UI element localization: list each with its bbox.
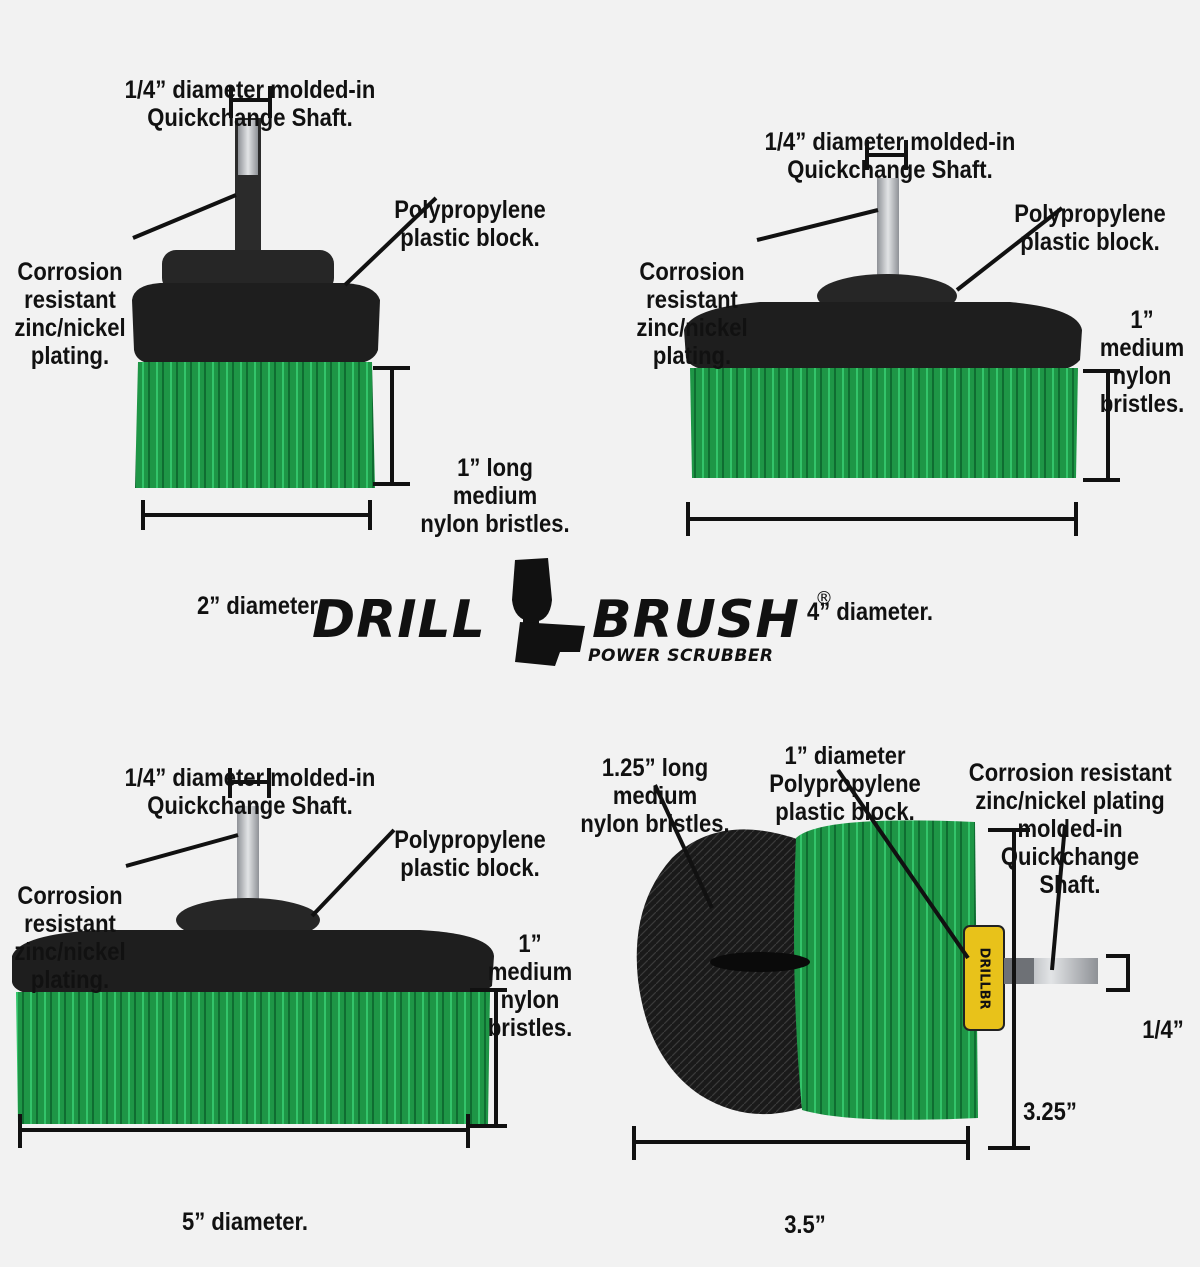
brush-cone: [636, 820, 1098, 1120]
brand-tagline: POWER SCRUBBER: [588, 646, 774, 666]
diameter-label-2in: 2” diameter.: [197, 592, 323, 620]
dimension-lines-5in: [18, 768, 507, 1148]
dimension-lines-cone: [632, 768, 1130, 1160]
brush-4in: [684, 178, 1082, 478]
diameter-label-4in: 4” diameter.: [807, 598, 933, 626]
brand-name-left: DRILL: [312, 590, 486, 650]
drill-brush-logo-icon: [512, 558, 585, 666]
plastic-block: [684, 302, 1082, 372]
bristles: [16, 992, 490, 1124]
shaft-size-label-cone: 1/4”: [1142, 1016, 1184, 1044]
registered-mark: ®: [815, 588, 833, 609]
dimension-lines-2in: [132, 86, 438, 530]
bristles: [690, 368, 1078, 478]
product-illustration: [12, 86, 1130, 1160]
height-label-cone: 3.25”: [1023, 1098, 1077, 1126]
brush-5in: [12, 806, 494, 1124]
shaft: [237, 806, 259, 914]
hub: [162, 250, 334, 292]
black-bristles: [636, 829, 802, 1115]
center-core: [710, 952, 810, 972]
green-bristles: [794, 820, 978, 1120]
plastic-block: [12, 930, 494, 996]
width-label-cone: 3.5”: [784, 1211, 826, 1239]
bristles: [135, 362, 375, 488]
shaft: [877, 178, 899, 283]
collar-ring-text: DRILLBR: [976, 946, 992, 1010]
plastic-block: [132, 283, 380, 364]
brand-name-right: BRUSH: [592, 590, 800, 650]
brush-2in: [132, 118, 380, 488]
diameter-label-5in: 5” diameter.: [182, 1208, 308, 1236]
dimension-lines-4in: [686, 140, 1120, 536]
